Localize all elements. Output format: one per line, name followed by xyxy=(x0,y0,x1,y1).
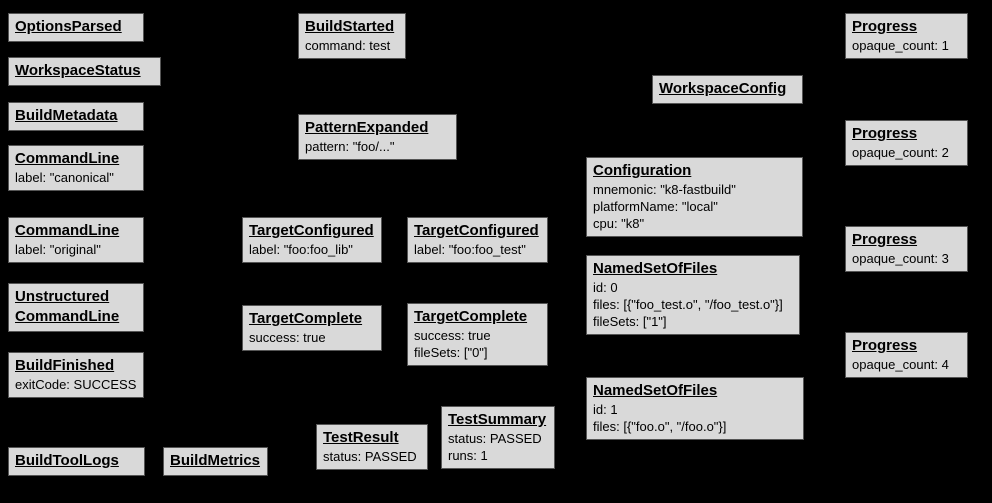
node-field: status: PASSED xyxy=(448,431,542,446)
node-build-metadata: BuildMetadata xyxy=(8,102,144,131)
node-target-complete-foo-lib: TargetComplete success: true xyxy=(242,305,382,351)
node-test-summary: TestSummary status: PASSED runs: 1 xyxy=(441,406,555,469)
node-field: status: PASSED xyxy=(323,449,417,464)
node-title: Configuration xyxy=(593,162,692,179)
node-title: Progress xyxy=(852,231,918,248)
node-target-complete-foo-test: TargetComplete success: true fileSets: [… xyxy=(407,303,548,366)
node-pattern-expanded: PatternExpanded pattern: "foo/..." xyxy=(298,114,457,160)
node-options-parsed: OptionsParsed xyxy=(8,13,144,42)
node-progress-4: Progress opaque_count: 4 xyxy=(845,332,968,378)
node-field: label: "foo:foo_lib" xyxy=(249,242,353,257)
node-build-tool-logs: BuildToolLogs xyxy=(8,447,145,476)
node-build-finished: BuildFinished exitCode: SUCCESS xyxy=(8,352,144,398)
node-field: id: 0 xyxy=(593,280,618,295)
node-named-set-of-files-1: NamedSetOfFiles id: 1 files: [{"foo.o", … xyxy=(586,377,804,440)
node-title: BuildMetrics xyxy=(170,452,261,469)
node-title: CommandLine xyxy=(15,222,120,239)
node-field: label: "original" xyxy=(15,242,101,257)
node-field: command: test xyxy=(305,38,391,53)
node-workspace-config: WorkspaceConfig xyxy=(652,75,803,104)
node-target-configured-foo-lib: TargetConfigured label: "foo:foo_lib" xyxy=(242,217,382,263)
node-field: fileSets: ["0"] xyxy=(414,345,488,360)
node-field: pattern: "foo/..." xyxy=(305,139,395,154)
node-progress-2: Progress opaque_count: 2 xyxy=(845,120,968,166)
node-build-metrics: BuildMetrics xyxy=(163,447,268,476)
node-configuration: Configuration mnemonic: "k8-fastbuild" p… xyxy=(586,157,803,237)
node-title: PatternExpanded xyxy=(305,119,429,136)
node-field: opaque_count: 1 xyxy=(852,38,949,53)
node-test-result: TestResult status: PASSED xyxy=(316,424,428,470)
node-progress-1: Progress opaque_count: 1 xyxy=(845,13,968,59)
node-target-configured-foo-test: TargetConfigured label: "foo:foo_test" xyxy=(407,217,548,263)
node-progress-3: Progress opaque_count: 3 xyxy=(845,226,968,272)
node-field: success: true xyxy=(414,328,491,343)
node-named-set-of-files-0: NamedSetOfFiles id: 0 files: [{"foo_test… xyxy=(586,255,800,335)
node-title: TestResult xyxy=(323,429,399,446)
node-title: BuildFinished xyxy=(15,357,115,374)
node-field: exitCode: SUCCESS xyxy=(15,377,137,392)
node-title: BuildToolLogs xyxy=(15,452,119,469)
node-command-line-canonical: CommandLine label: "canonical" xyxy=(8,145,144,191)
node-title: OptionsParsed xyxy=(15,18,122,35)
node-field: label: "canonical" xyxy=(15,170,114,185)
node-field: id: 1 xyxy=(593,402,618,417)
node-title: Progress xyxy=(852,125,918,142)
node-field: files: [{"foo.o", "/foo.o"}] xyxy=(593,419,727,434)
node-title: Progress xyxy=(852,337,918,354)
node-field: label: "foo:foo_test" xyxy=(414,242,526,257)
node-field: mnemonic: "k8-fastbuild" xyxy=(593,182,736,197)
node-title: Unstructured xyxy=(15,288,110,305)
node-title: BuildMetadata xyxy=(15,107,118,124)
node-field: opaque_count: 3 xyxy=(852,251,949,266)
node-title: TargetComplete xyxy=(249,310,363,327)
node-unstructured-command-line: Unstructured CommandLine xyxy=(8,283,144,332)
node-field: fileSets: ["1"] xyxy=(593,314,667,329)
node-field: opaque_count: 2 xyxy=(852,145,949,160)
node-title: WorkspaceConfig xyxy=(659,80,787,97)
node-title: Progress xyxy=(852,18,918,35)
node-title: TargetConfigured xyxy=(249,222,374,239)
node-title: NamedSetOfFiles xyxy=(593,260,718,277)
node-field: success: true xyxy=(249,330,326,345)
node-title: NamedSetOfFiles xyxy=(593,382,718,399)
node-command-line-original: CommandLine label: "original" xyxy=(8,217,144,263)
node-title: BuildStarted xyxy=(305,18,395,35)
node-field: opaque_count: 4 xyxy=(852,357,949,372)
node-field: runs: 1 xyxy=(448,448,488,463)
node-title: TestSummary xyxy=(448,411,547,428)
node-field: cpu: "k8" xyxy=(593,216,645,231)
node-field: platformName: "local" xyxy=(593,199,718,214)
node-title: TargetComplete xyxy=(414,308,528,325)
node-title-line2: CommandLine xyxy=(15,308,120,325)
node-workspace-status: WorkspaceStatus xyxy=(8,57,161,86)
node-field: files: [{"foo_test.o", "/foo_test.o"}] xyxy=(593,297,783,312)
node-build-started: BuildStarted command: test xyxy=(298,13,406,59)
node-title: TargetConfigured xyxy=(414,222,539,239)
node-title: CommandLine xyxy=(15,150,120,167)
node-title: WorkspaceStatus xyxy=(15,62,141,79)
